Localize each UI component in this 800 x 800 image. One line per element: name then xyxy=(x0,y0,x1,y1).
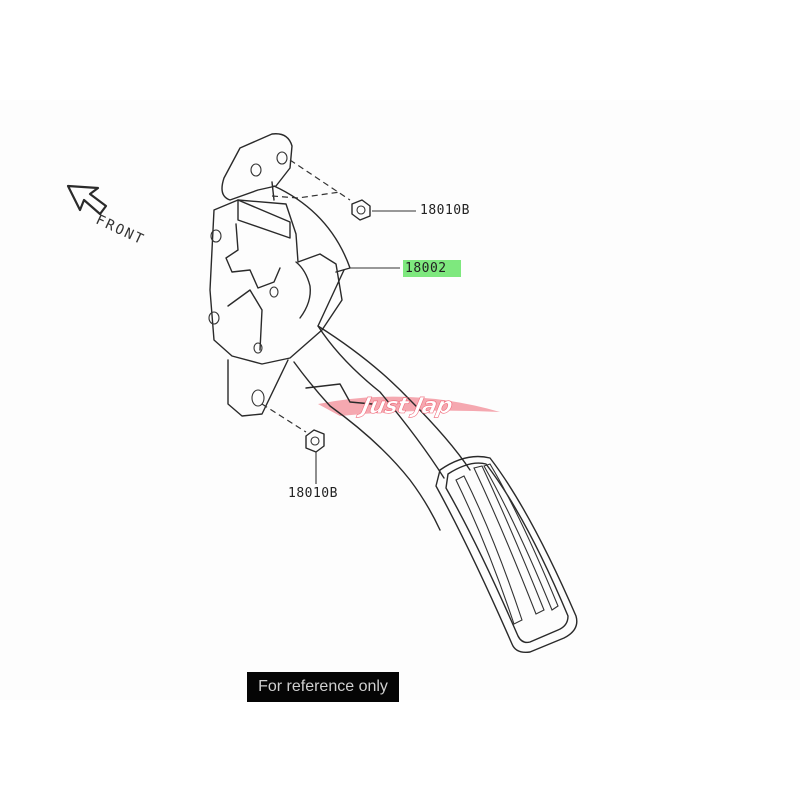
top-nut-icon xyxy=(351,199,371,221)
bottom-nut-icon xyxy=(305,429,325,453)
front-arrow-icon xyxy=(66,184,108,216)
part-label-18002[interactable]: 18002 xyxy=(403,260,461,277)
pedal-pad xyxy=(435,455,578,654)
part-label-18010b-top[interactable]: 18010B xyxy=(420,203,470,218)
part-label-18010b-bottom[interactable]: 18010B xyxy=(288,486,338,501)
watermark-logo: Just Jap xyxy=(359,394,455,420)
lower-bracket xyxy=(227,359,289,417)
pedal-arm xyxy=(293,269,471,531)
upper-bracket xyxy=(221,133,293,201)
disclaimer-badge: For reference only xyxy=(247,672,399,702)
watermark-swoosh xyxy=(318,396,500,416)
pedal-sensor-housing xyxy=(208,199,343,365)
